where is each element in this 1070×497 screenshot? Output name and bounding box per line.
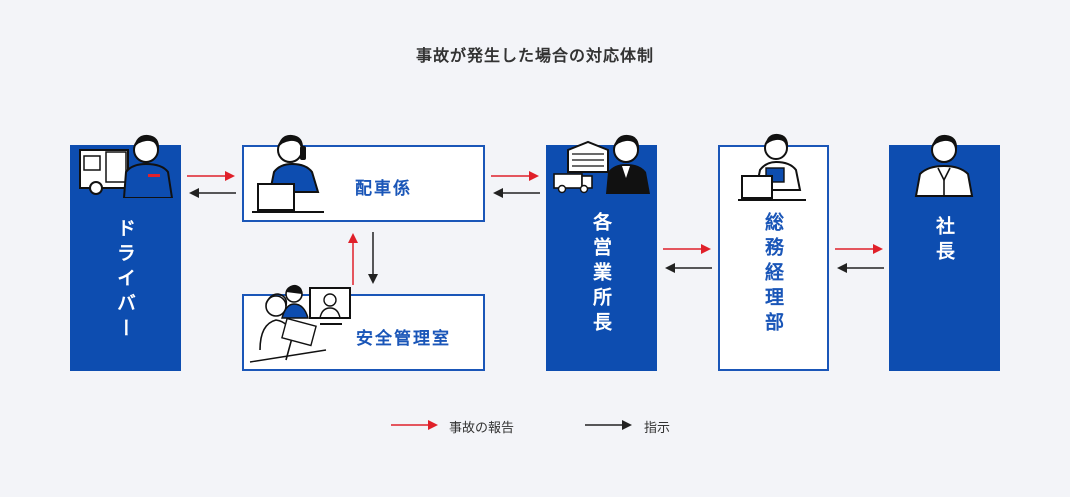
- dispatcher-label: 配車係: [355, 179, 412, 199]
- general-affairs-illustration-icon: [738, 133, 806, 201]
- driver-illustration-icon: [79, 134, 174, 198]
- driver-label: ドライバー: [114, 217, 136, 343]
- president-label: 社長: [933, 216, 955, 266]
- safety-label: 安全管理室: [356, 329, 451, 349]
- legend-report-label: 事故の報告: [449, 421, 515, 436]
- office-illustration-icon: [553, 134, 650, 194]
- general-affairs-label: 総務経理部: [762, 211, 784, 337]
- office-managers-label: 各営業所長: [590, 211, 612, 337]
- safety-illustration-icon: [249, 284, 351, 363]
- legend-instruction-label: 指示: [644, 421, 671, 436]
- page-title: 事故が発生した場合の対応体制: [415, 46, 654, 65]
- president-illustration-icon: [914, 134, 974, 197]
- dispatcher-illustration-icon: [252, 134, 324, 213]
